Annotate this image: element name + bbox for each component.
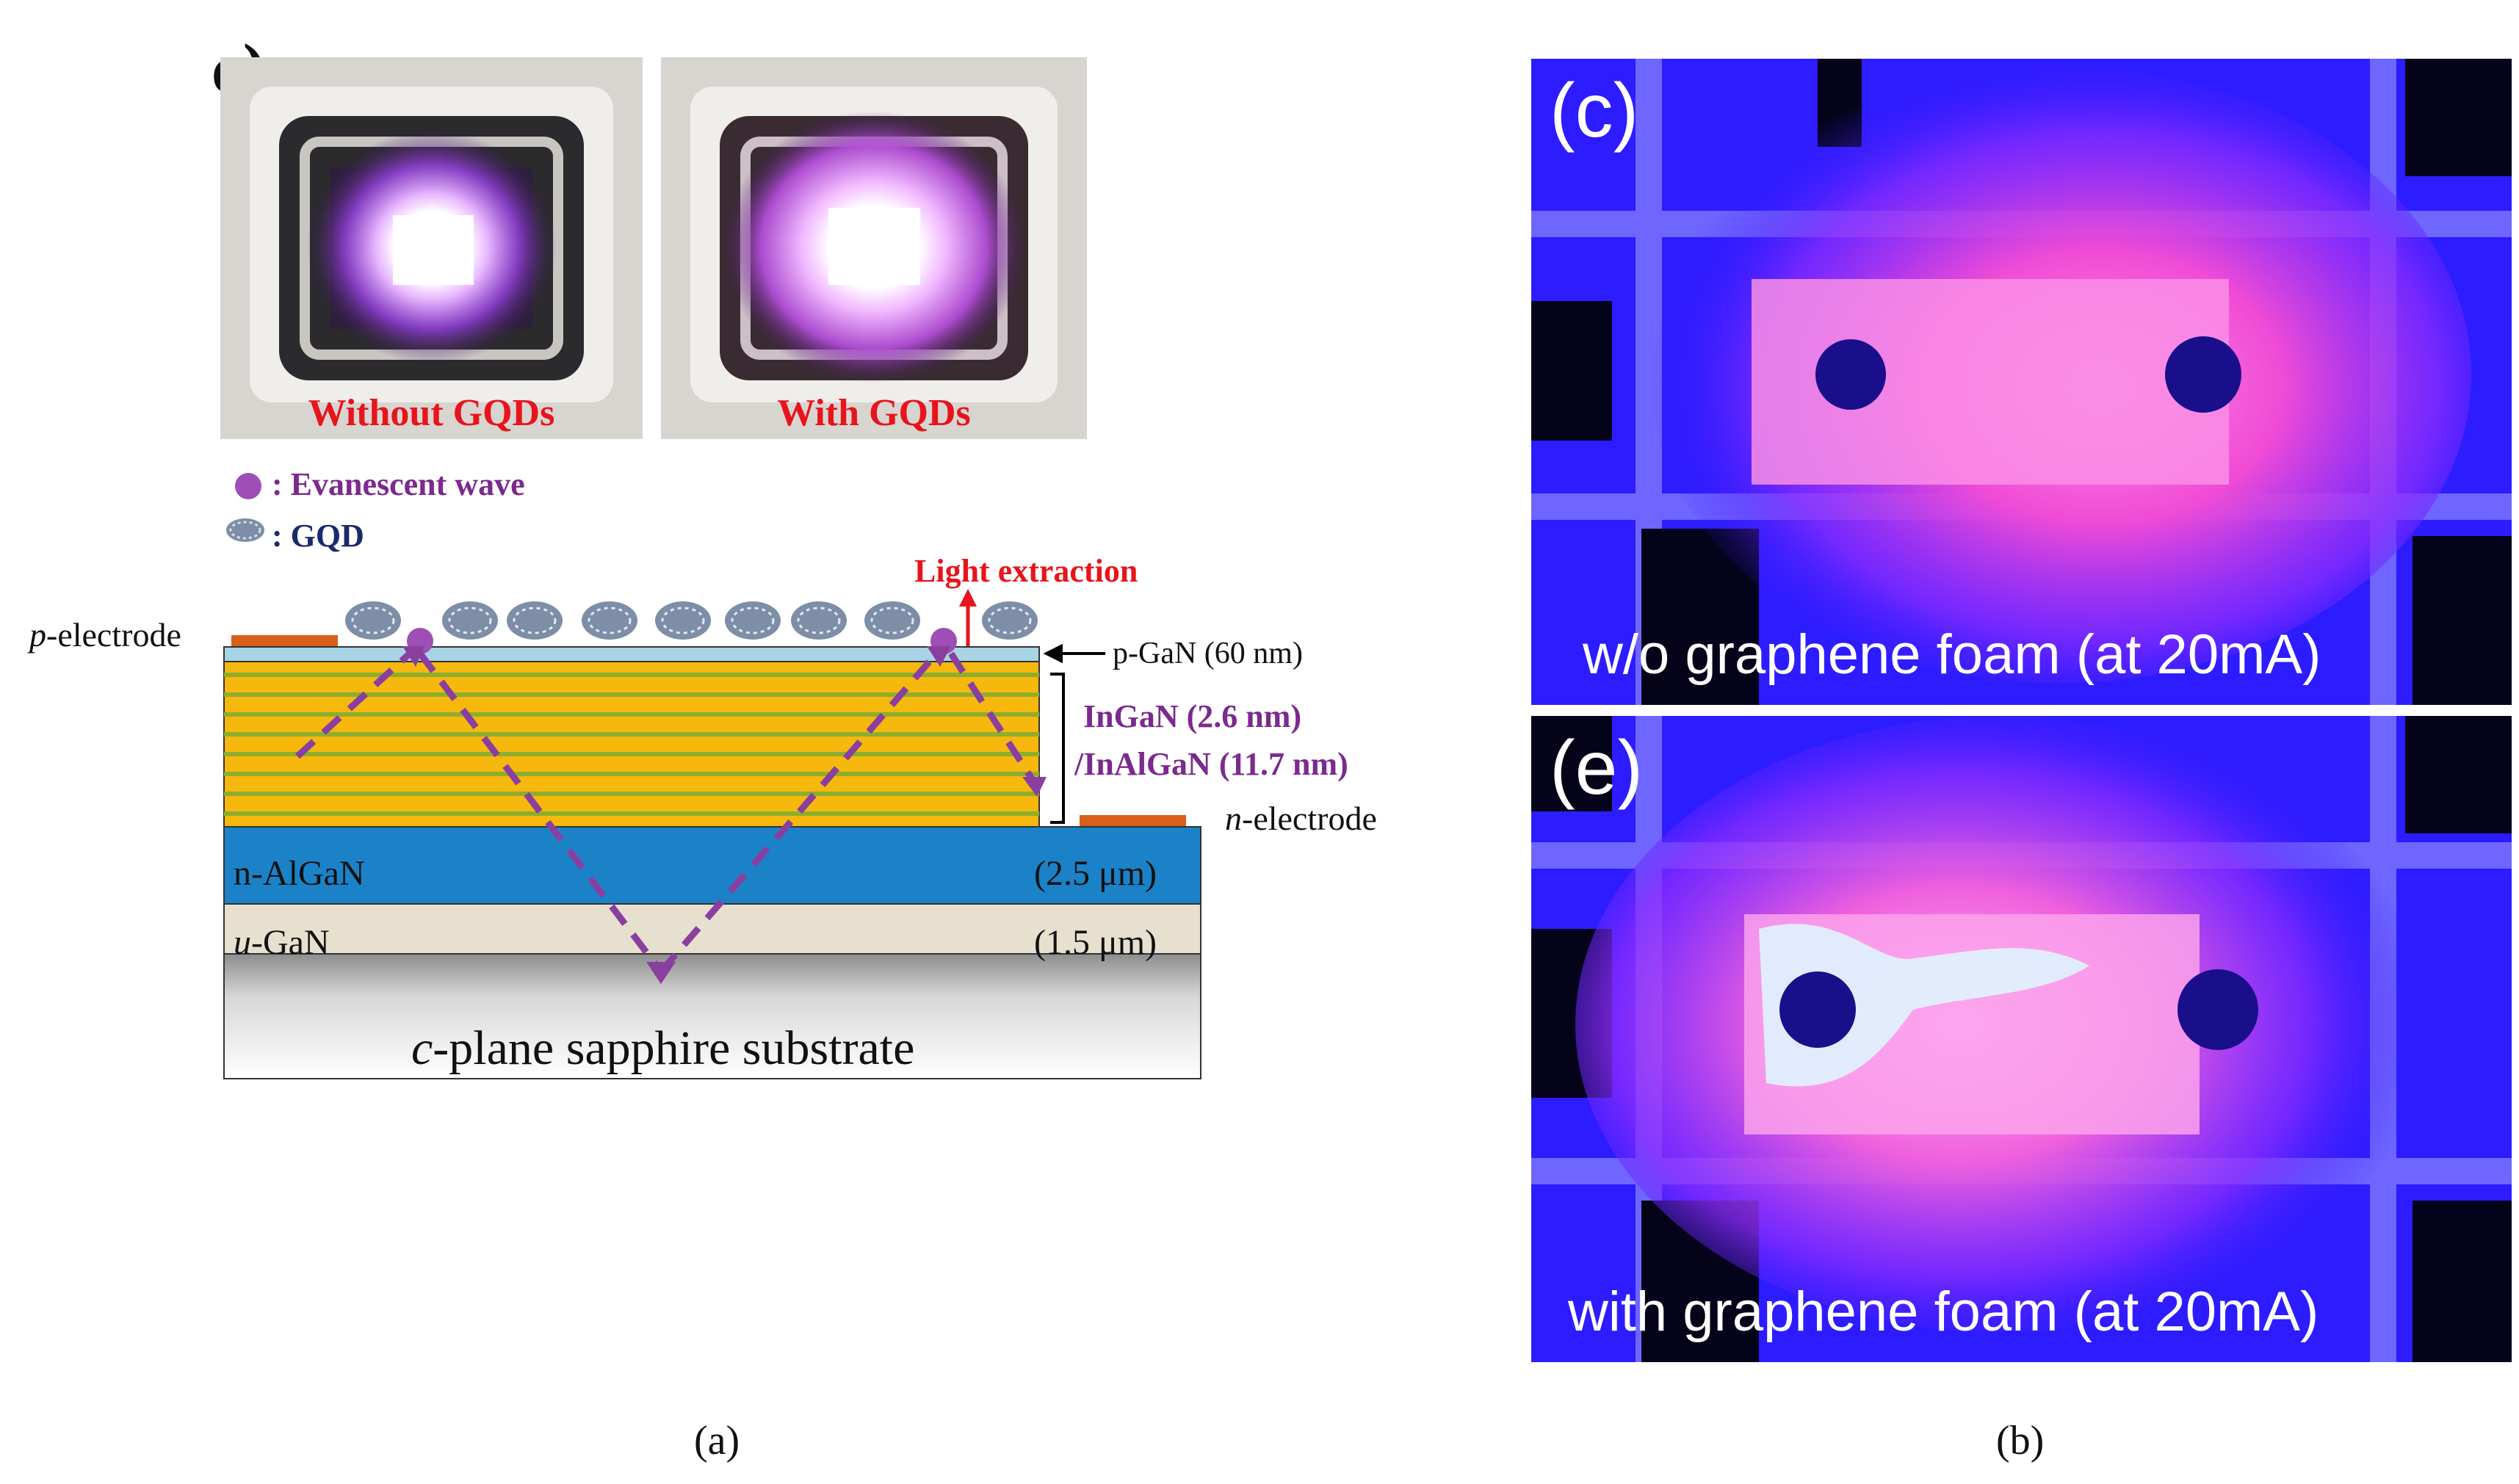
evanescent-wave-icon xyxy=(235,473,261,499)
bottom-photo-label: (e) xyxy=(1550,725,1644,811)
photo-with-graphene-foam: (e) with graphene foam (at 20mA) xyxy=(1531,716,2512,1362)
gqd-icon xyxy=(226,518,264,542)
light-extraction-label: Light extraction xyxy=(914,553,1138,589)
led-package-illustration-gqd xyxy=(661,57,1087,439)
pgan-label: p-GaN (60 nm) xyxy=(1113,637,1303,670)
top-photo-label: (c) xyxy=(1550,68,1639,153)
p-electrode-pad xyxy=(231,635,338,647)
ugan-label: u-GaN xyxy=(234,922,330,963)
without-gqds-label: Without GQDs xyxy=(308,392,555,434)
light-path xyxy=(294,649,1037,974)
led-package-illustration xyxy=(220,57,643,439)
p-electrode-italic: p xyxy=(29,616,46,654)
legend-evanescent-label: : Evanescent wave xyxy=(272,466,525,502)
ugan-italic: u xyxy=(234,923,251,962)
substrate-label: c-plane sapphire substrate xyxy=(411,1021,914,1076)
legend-gqd-label: : GQD xyxy=(272,518,364,554)
n-electrode-rest: -electrode xyxy=(1242,800,1377,837)
nalgan-thickness-label: (2.5 μm) xyxy=(1034,854,1157,893)
p-electrode-rest: -electrode xyxy=(46,616,181,654)
n-electrode-pad xyxy=(1080,815,1186,827)
top-photo-caption: w/o graphene foam (at 20mA) xyxy=(1583,623,2321,686)
led-photo-without-gqds: Without GQDs xyxy=(220,57,643,439)
n-electrode-label: n-electrode xyxy=(1225,799,1377,838)
n-electrode-italic: n xyxy=(1225,800,1242,837)
gqd-row xyxy=(345,601,1038,640)
ugan-thickness-label: (1.5 μm) xyxy=(1034,923,1157,962)
layer-stack-diagram xyxy=(223,589,1201,1079)
photo-without-graphene-foam: (c) w/o graphene foam (at 20mA) xyxy=(1531,59,2512,705)
mqw-stack xyxy=(223,661,1040,828)
led-grid-illustration-top xyxy=(1531,59,2512,705)
led-grid-illustration-bottom xyxy=(1531,716,2512,1362)
panel-a-caption: (a) xyxy=(694,1418,740,1463)
pgan-layer xyxy=(223,646,1040,662)
annotation-brackets xyxy=(1043,643,1105,824)
nalgan-label: n-AlGaN xyxy=(234,854,365,893)
substrate-rest: -plane sapphire substrate xyxy=(433,1021,915,1075)
ingan-label-line1: InGaN (2.6 nm) xyxy=(1083,698,1302,734)
nalgan-layer xyxy=(223,826,1201,905)
ugan-rest: -GaN xyxy=(251,923,330,962)
legend-symbols xyxy=(226,473,264,542)
light-extraction-arrow xyxy=(959,589,977,646)
panel-b-caption: (b) xyxy=(1996,1418,2045,1463)
led-photo-with-gqds: With GQDs xyxy=(661,57,1087,439)
bottom-photo-caption: with graphene foam (at 20mA) xyxy=(1568,1281,2319,1343)
ingan-label-line2: /InAlGaN (11.7 nm) xyxy=(1074,746,1348,782)
sapphire-substrate xyxy=(223,953,1201,1079)
p-electrode-label: p-electrode xyxy=(29,615,181,654)
substrate-italic: c xyxy=(411,1021,433,1075)
with-gqds-label: With GQDs xyxy=(777,392,971,434)
